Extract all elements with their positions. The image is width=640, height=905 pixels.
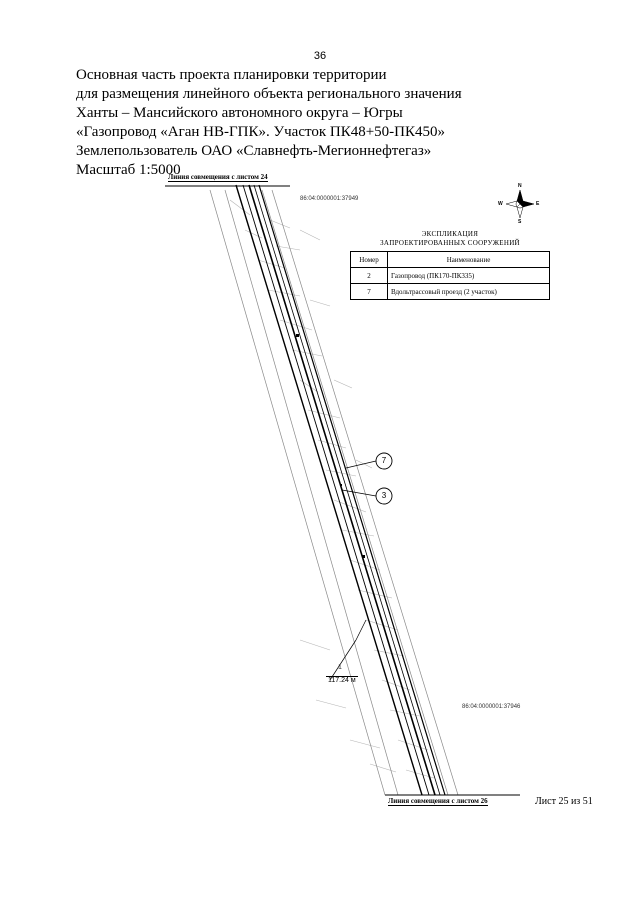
dimension-length: 117.24 м: [326, 676, 358, 684]
legend-title-1: ЭКСПЛИКАЦИЯ: [421, 230, 479, 238]
callout-circle-7: [375, 452, 393, 470]
title-line-5: Землепользователь ОАО «Славнефть-Мегионн…: [76, 143, 432, 159]
legend-title-2: ЗАПРОЕКТИРОВАННЫХ СООРУЖЕНИЙ: [380, 239, 520, 247]
title-line-4: «Газопровод «Аган НВ-ГПК». Участок ПК48+…: [76, 124, 446, 140]
route-markers: [296, 334, 365, 558]
title-block: Основная часть проекта планировки террит…: [76, 66, 596, 180]
compass-east: E: [536, 201, 540, 207]
legend-row: 2 Газопровод (ПК170-ПК335): [350, 267, 550, 284]
legend-row-number: 7: [350, 283, 388, 300]
compass-west: W: [498, 201, 503, 207]
join-line-top-label: Линия совмещения с листом 24: [168, 173, 268, 182]
legend-row-name: Газопровод (ПК170-ПК335): [387, 267, 550, 284]
legend-row-name: Вдольтрассовый проезд (2 участок): [387, 283, 550, 300]
callout-label-3: 3: [381, 491, 387, 500]
scale-line: Масштаб 1:5000: [76, 162, 181, 178]
legend-header-row: Номер Наименование: [350, 251, 550, 268]
legend-header-number: Номер: [350, 251, 388, 268]
legend-table: Номер Наименование 2 Газопровод (ПК170-П…: [350, 251, 550, 300]
legend-header-name: Наименование: [387, 251, 550, 268]
page-number: 36: [313, 50, 327, 62]
dimension-mark: 1: [338, 664, 342, 671]
cadastral-number-top: 86:04:0000001:37949: [300, 196, 359, 202]
compass-north: N: [518, 183, 522, 189]
callout-label-7: 7: [381, 456, 387, 465]
join-line-bottom-label: Линия совмещения с листом 26: [388, 797, 488, 806]
callout-circle-3: [375, 487, 393, 505]
explication-legend: ЭКСПЛИКАЦИЯ ЗАПРОЕКТИРОВАННЫХ СООРУЖЕНИЙ…: [350, 230, 550, 300]
callout-leaders: [329, 460, 377, 681]
compass-south: S: [518, 219, 522, 225]
legend-row: 7 Вдольтрассовый проезд (2 участок): [350, 283, 550, 300]
compass-rose-icon: [505, 189, 535, 219]
title-line-1: Основная часть проекта планировки террит…: [76, 67, 387, 83]
cadastral-number-bottom: 86:04:0000001:37946: [462, 704, 521, 710]
legend-row-number: 2: [350, 267, 388, 284]
title-line-3: Ханты – Мансийского автономного округа –…: [76, 105, 403, 121]
sheet-number-label: Лист 25 из 51: [535, 796, 593, 807]
title-line-2: для размещения линейного объекта региона…: [76, 86, 462, 102]
